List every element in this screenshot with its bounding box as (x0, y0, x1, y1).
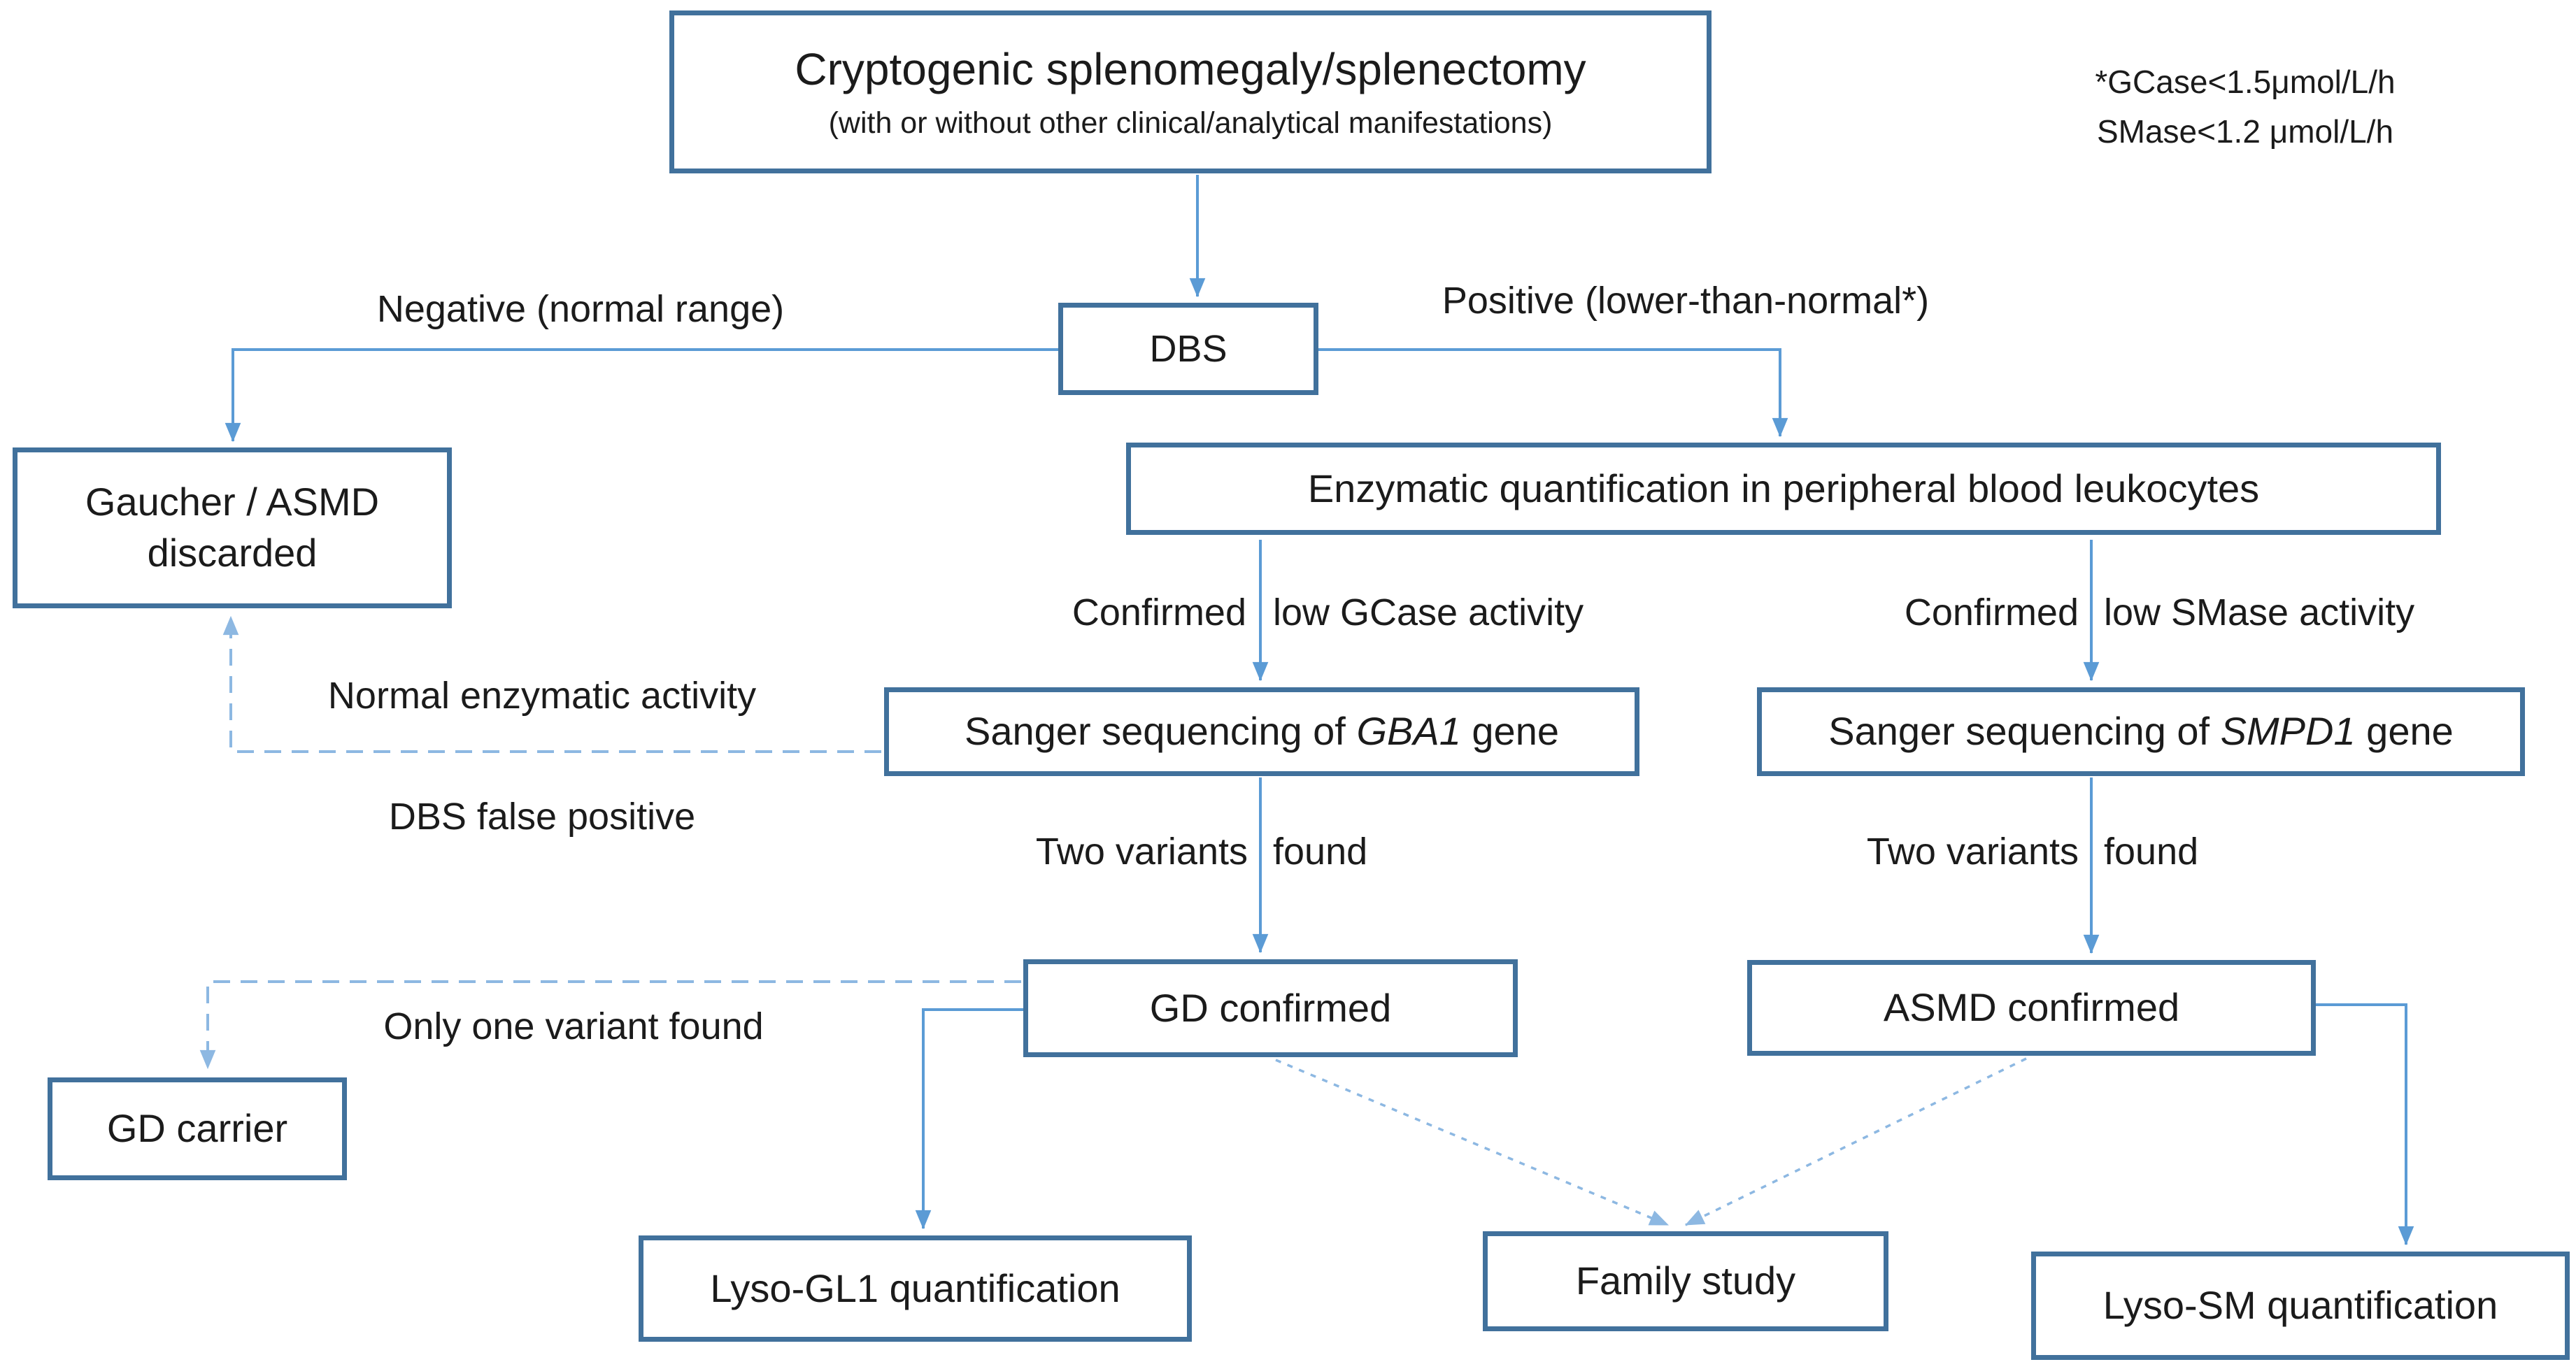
edge-label-negative: Negative (normal range) (376, 288, 785, 330)
node-dbs: DBS (1058, 303, 1318, 395)
node-gd-carrier: GD carrier (48, 1077, 347, 1180)
edge-label-confirmed-smase-left: Confirmed (1904, 592, 2079, 633)
edge-label-positive: Positive (lower-than-normal*) (1442, 280, 1930, 322)
sanger-smpd1-gene: SMPD1 (2220, 709, 2356, 754)
edge-dbs-negative-to-discarded (225, 348, 1058, 443)
edge-label-two-variants-gba1-left: Two variants (1035, 831, 1248, 873)
sanger-smpd1-prefix: Sanger sequencing of (1828, 709, 2221, 754)
edge-label-two-variants-smpd1-left: Two variants (1866, 831, 2079, 873)
edge-label-dbs-false-positive: DBS false positive (388, 796, 696, 838)
node-cryptogenic-splenomegaly: Cryptogenic splenomegaly/splenectomy (wi… (669, 10, 1712, 173)
node-gaucher-asmd-discarded: Gaucher / ASMD discarded (13, 447, 452, 608)
node-cryptogenic-title: Cryptogenic splenomegaly/splenectomy (795, 43, 1586, 94)
edge-label-two-variants-smpd1-right: found (2104, 831, 2199, 873)
footnote-smase: SMase<1.2 μmol/L/h (2096, 113, 2394, 150)
node-gd-confirmed: GD confirmed (1023, 959, 1518, 1057)
node-asmd-confirmed-label: ASMD confirmed (1883, 985, 2180, 1030)
node-sanger-gba1: Sanger sequencing of GBA1 gene (884, 687, 1639, 776)
node-family-study-label: Family study (1575, 1259, 1796, 1303)
node-cryptogenic-subtitle: (with or without other clinical/analytic… (828, 106, 1553, 141)
edge-label-only-one-variant-found: Only one variant found (383, 1005, 764, 1047)
sanger-gba1-gene: GBA1 (1356, 709, 1461, 754)
sanger-smpd1-suffix: gene (2355, 709, 2454, 754)
node-asmd-confirmed: ASMD confirmed (1747, 960, 2316, 1056)
edge-asmd-confirmed-to-lyso-sm (2316, 1003, 2414, 1246)
node-family-study: Family study (1483, 1231, 1888, 1331)
sanger-gba1-prefix: Sanger sequencing of (965, 709, 1357, 754)
node-dbs-label: DBS (1149, 327, 1227, 370)
footnote-thresholds: *GCase<1.5μmol/L/h SMase<1.2 μmol/L/h (2049, 57, 2441, 157)
node-gd-carrier-label: GD carrier (106, 1106, 288, 1151)
edge-label-confirmed-smase-right: low SMase activity (2104, 592, 2415, 633)
node-discarded-line2: discarded (147, 531, 318, 575)
node-lyso-gl1-quantification: Lyso-GL1 quantification (639, 1235, 1192, 1342)
sanger-gba1-suffix: gene (1460, 709, 1559, 754)
node-sanger-smpd1: Sanger sequencing of SMPD1 gene (1757, 687, 2525, 776)
node-lyso-sm-label: Lyso-SM quantification (2102, 1283, 2498, 1328)
footnote-gcase: *GCase<1.5μmol/L/h (2095, 64, 2396, 100)
edge-dbs-positive-to-enzymatic (1318, 348, 1788, 438)
node-gd-confirmed-label: GD confirmed (1149, 985, 1392, 1030)
edge-gd-confirmed-to-lyso-gl1 (915, 1008, 1023, 1230)
edge-asmd-confirmed-to-family-study (1684, 1057, 2027, 1226)
edge-normal-activity-to-discarded (222, 615, 881, 753)
edge-label-two-variants-gba1-right: found (1273, 831, 1368, 873)
node-enzymatic-quantification: Enzymatic quantification in peripheral b… (1126, 443, 2441, 535)
node-enzymatic-label: Enzymatic quantification in peripheral b… (1307, 466, 2260, 510)
edge-label-normal-enzymatic-activity: Normal enzymatic activity (327, 675, 757, 717)
node-lyso-gl1-label: Lyso-GL1 quantification (710, 1266, 1120, 1310)
node-discarded-line1: Gaucher / ASMD (85, 480, 380, 524)
node-sanger-gba1-label: Sanger sequencing of GBA1 gene (965, 706, 1559, 757)
edge-label-confirmed-gcase-left: Confirmed (1072, 592, 1246, 633)
node-lyso-sm-quantification: Lyso-SM quantification (2031, 1252, 2570, 1360)
edge-label-confirmed-gcase-right: low GCase activity (1273, 592, 1584, 633)
edge-gd-confirmed-to-family-study (1275, 1059, 1670, 1226)
node-sanger-smpd1-label: Sanger sequencing of SMPD1 gene (1828, 706, 2454, 757)
